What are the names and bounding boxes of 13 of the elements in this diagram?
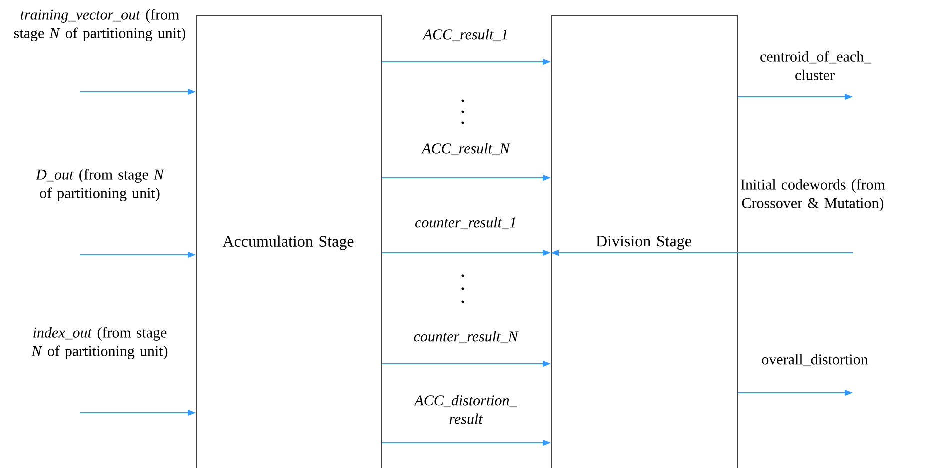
edge-label: counter_result_N [414, 331, 519, 344]
edge-label: ACC_distortion_ result [414, 395, 518, 424]
stage-box: Division Stage [551, 15, 738, 468]
edge-label: index_out (from stage N of partitioning unit) [32, 327, 168, 360]
edge-label: counter_result_1 [416, 217, 516, 230]
edge-label: ACC_result_1 [422, 29, 508, 42]
edge-label: ACC_result_N [421, 143, 511, 156]
edge-label: overall_distortion [762, 354, 868, 367]
edge-label: training_vector_out (from stage N of partitioning unit) [14, 9, 186, 42]
edge-label: Initial codewords (from Crossover & Mutation) [741, 179, 886, 212]
stage-box: Accumulation Stage [196, 15, 382, 468]
edge-label: D_out (from stage N of partitioning unit) [36, 169, 165, 202]
edge-label: centroid_of_each_ cluster [760, 51, 872, 80]
